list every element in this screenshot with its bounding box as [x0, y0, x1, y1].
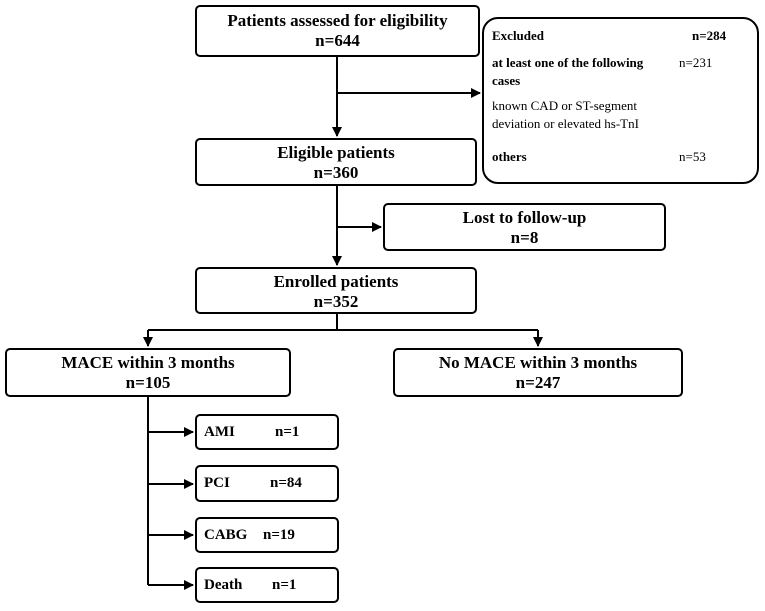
assessed-box: Patients assessed for eligibility n=644: [195, 5, 480, 57]
mace-box: MACE within 3 months n=105: [5, 348, 291, 397]
enrolled-title: Enrolled patients: [273, 272, 399, 291]
lost-title: Lost to follow-up: [462, 208, 587, 227]
outcome-cabg-box: CABG n=19: [195, 517, 339, 553]
criteria-count: n=231: [679, 55, 713, 70]
outcome-cabg-label: CABG: [204, 527, 248, 543]
eligible-count: n=360: [313, 163, 359, 182]
criteria-line-2: cases: [492, 73, 521, 88]
outcome-death-box: Death n=1: [195, 567, 339, 603]
outcome-ami-box: AMI n=1: [195, 414, 339, 450]
outcome-ami-label: AMI: [204, 424, 235, 440]
mace-count: n=105: [125, 373, 171, 392]
outcome-cabg-count: n=19: [263, 527, 295, 543]
criteria-detail-2: deviation or elevated hs-TnI: [492, 116, 639, 131]
no-mace-title: No MACE within 3 months: [438, 353, 638, 372]
outcome-pci-box: PCI n=84: [195, 465, 339, 502]
assessed-count: n=644: [315, 31, 360, 50]
no-mace-count: n=247: [515, 373, 561, 392]
outcome-pci-count: n=84: [270, 475, 302, 491]
lost-count: n=8: [510, 228, 539, 247]
lost-box: Lost to follow-up n=8: [383, 203, 666, 251]
criteria-line-1: at least one of the following: [492, 55, 644, 70]
assessed-title: Patients assessed for eligibility: [227, 11, 448, 30]
mace-title: MACE within 3 months: [61, 353, 235, 372]
excluded-count: n=284: [692, 28, 727, 43]
eligible-box: Eligible patients n=360: [195, 138, 477, 186]
enrolled-count: n=352: [313, 292, 359, 311]
outcome-death-label: Death: [204, 577, 243, 593]
outcome-death-count: n=1: [272, 577, 297, 593]
outcome-ami-count: n=1: [275, 424, 300, 440]
criteria-detail-1: known CAD or ST-segment: [492, 98, 638, 113]
excluded-title: Excluded: [492, 28, 545, 43]
others-count: n=53: [679, 149, 706, 164]
eligible-title: Eligible patients: [277, 143, 395, 162]
no-mace-box: No MACE within 3 months n=247: [393, 348, 683, 397]
outcome-pci-label: PCI: [204, 475, 230, 491]
enrolled-box: Enrolled patients n=352: [195, 267, 477, 314]
excluded-box: Excluded n=284 at least one of the follo…: [482, 17, 759, 184]
others-label: others: [492, 149, 527, 164]
